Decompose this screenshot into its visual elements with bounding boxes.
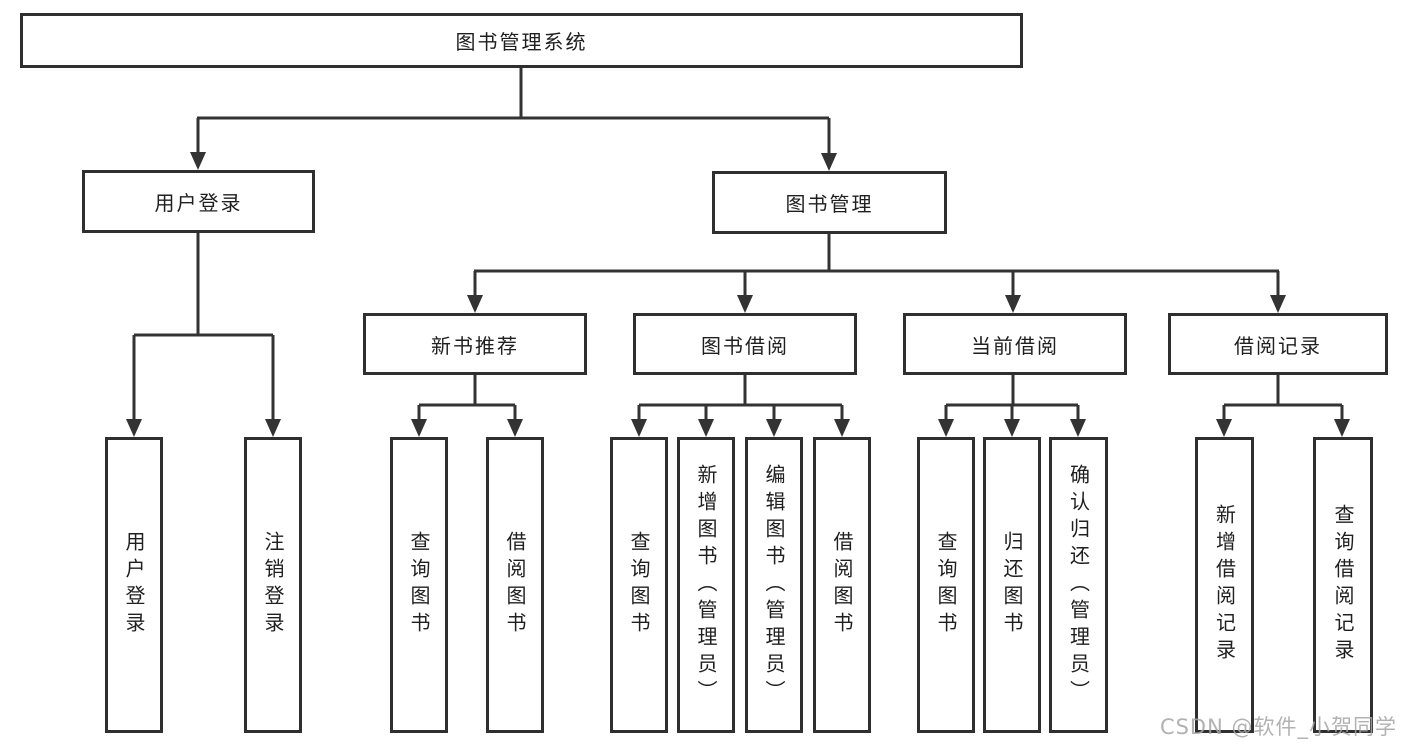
arrowhead-icon xyxy=(126,419,142,437)
node-label: 用户登录 xyxy=(122,531,146,639)
node-leaf-confirm-return-admin: 确认归还（管理员） xyxy=(1049,437,1108,733)
node-leaf-borrow-books: 借阅图书 xyxy=(813,437,871,733)
arrowhead-icon xyxy=(766,419,782,437)
node-user-login: 用户登录 xyxy=(82,170,315,233)
node-leaf-query-books: 查询图书 xyxy=(390,437,448,733)
arrowhead-icon xyxy=(1070,419,1086,437)
node-book-borrowing: 图书借阅 xyxy=(633,313,857,375)
node-leaf-add-books-admin: 新增图书（管理员） xyxy=(677,437,735,733)
node-label: 图书借阅 xyxy=(701,333,789,358)
node-leaf-borrow-books: 借阅图书 xyxy=(486,437,544,733)
node-leaf-return-books: 归还图书 xyxy=(983,437,1041,733)
arrowhead-icon xyxy=(1004,419,1020,437)
watermark: CSDN @软件_小贺同学 xyxy=(1159,715,1397,739)
node-label: 查询图书 xyxy=(407,531,431,639)
arrowhead-icon xyxy=(265,419,281,437)
arrowhead-icon xyxy=(467,295,483,313)
node-label: 用户登录 xyxy=(154,191,243,215)
arrowhead-icon xyxy=(698,419,714,437)
node-leaf-edit-books-admin: 编辑图书（管理员） xyxy=(745,437,803,733)
node-label: 编辑图书（管理员） xyxy=(762,463,786,707)
node-leaf-query-books: 查询图书 xyxy=(917,437,975,733)
node-new-book-recommend: 新书推荐 xyxy=(363,313,587,375)
node-label: 新增图书（管理员） xyxy=(694,463,718,707)
arrowhead-icon xyxy=(834,419,850,437)
node-label: 归还图书 xyxy=(1000,531,1024,639)
node-label: 确认归还（管理员） xyxy=(1066,463,1091,707)
node-book-management: 图书管理 xyxy=(712,171,947,234)
arrowhead-icon xyxy=(1005,295,1021,313)
node-leaf-add-borrow-record: 新增借阅记录 xyxy=(1195,437,1254,733)
node-leaf-user-login: 用户登录 xyxy=(105,437,163,733)
arrowhead-icon xyxy=(737,295,753,313)
node-label: 图书管理 xyxy=(785,192,874,216)
node-leaf-query-books: 查询图书 xyxy=(610,437,668,733)
node-label: 借阅图书 xyxy=(830,531,854,639)
node-label: 借阅记录 xyxy=(1234,333,1322,358)
arrowhead-icon xyxy=(507,419,523,437)
arrowhead-icon xyxy=(631,419,647,437)
node-label: 图书管理系统 xyxy=(455,30,588,54)
node-borrow-records: 借阅记录 xyxy=(1168,313,1388,375)
node-label: 当前借阅 xyxy=(971,333,1059,358)
node-label: 查询借阅记录 xyxy=(1331,504,1355,666)
arrowhead-icon xyxy=(1216,419,1232,437)
node-leaf-logout: 注销登录 xyxy=(244,437,302,733)
arrowhead-icon xyxy=(190,152,206,170)
arrowhead-icon xyxy=(1334,419,1350,437)
node-root-library-system: 图书管理系统 xyxy=(20,13,1023,68)
arrowhead-icon xyxy=(411,419,427,437)
node-label: 新书推荐 xyxy=(431,333,519,358)
node-label: 查询图书 xyxy=(934,531,958,639)
node-current-borrowing: 当前借阅 xyxy=(903,313,1127,375)
node-label: 借阅图书 xyxy=(503,531,527,639)
node-label: 查询图书 xyxy=(627,531,651,639)
node-label: 注销登录 xyxy=(261,531,285,639)
arrowhead-icon xyxy=(1270,295,1286,313)
arrowhead-icon xyxy=(938,419,954,437)
node-label: 新增借阅记录 xyxy=(1212,504,1237,666)
arrowhead-icon xyxy=(821,153,837,171)
node-leaf-query-borrow-record: 查询借阅记录 xyxy=(1313,437,1373,733)
